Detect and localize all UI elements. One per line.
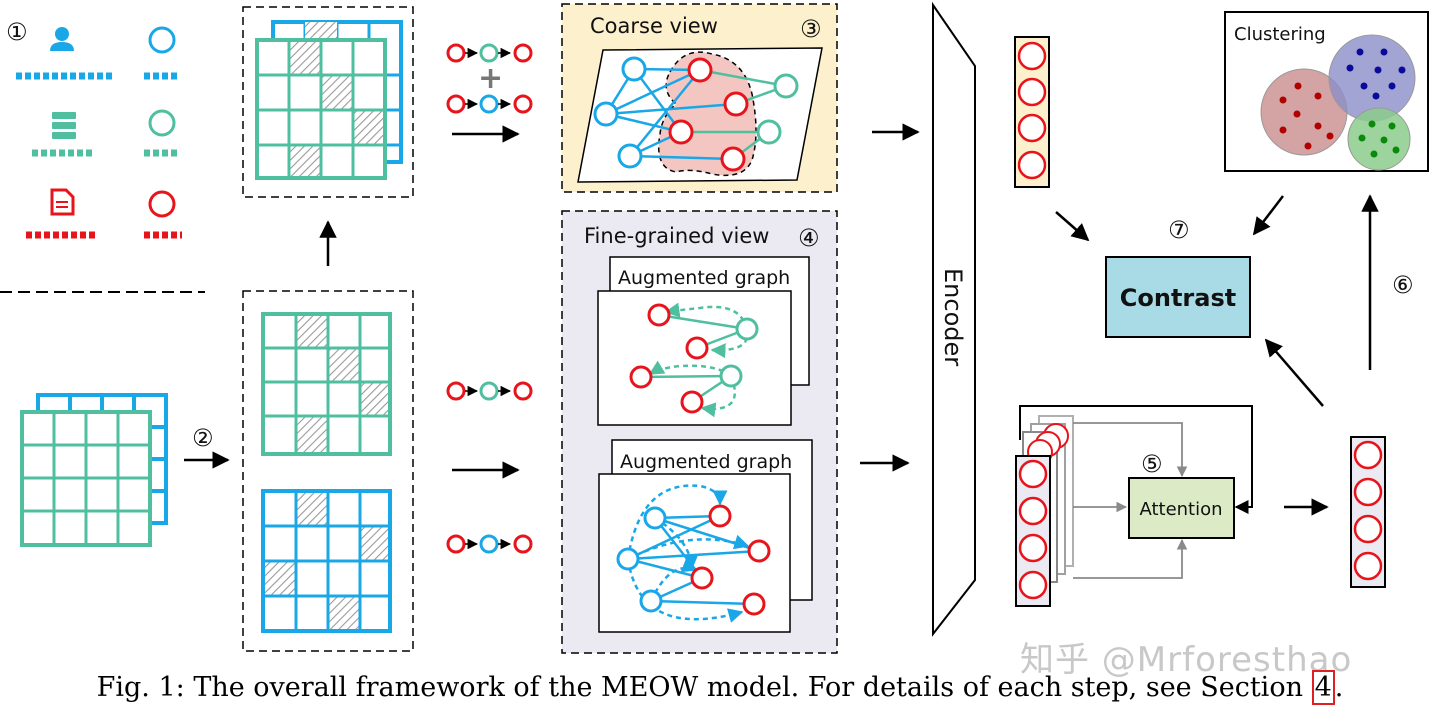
attention-fusion: ⑤ Attention (1015, 405, 1253, 607)
document-icon (50, 188, 75, 216)
server-icon (52, 112, 76, 139)
arrow-clustering-to-contrast (1252, 195, 1284, 236)
fused-embedding-vector (1350, 436, 1386, 588)
figure-caption: Fig. 1: The overall framework of the MEO… (0, 670, 1440, 705)
clustering-panel: Clustering (1224, 11, 1429, 172)
green-subgraph-matrix (261, 312, 392, 456)
caption-end: . (1334, 672, 1344, 703)
fine-view-title: Fine-grained view (584, 224, 769, 248)
metapath-symbol-green (446, 381, 533, 401)
step-1-marker: ① (6, 18, 28, 46)
metapath-matrix-stack (255, 20, 403, 180)
contrast-block: ⑦ Contrast (1105, 216, 1251, 338)
user-node-circle (148, 26, 176, 54)
section-reference-link[interactable]: 4 (1311, 670, 1335, 705)
augmented-graph-label-1: Augmented graph (618, 267, 790, 289)
coarse-embedding-vector (1014, 36, 1050, 188)
encoder-block: Encoder (932, 1, 976, 637)
server-node-circle (148, 109, 176, 137)
step-2-marker: ② (192, 424, 214, 452)
blue-subgraph-matrix (261, 489, 392, 633)
document-node-circle (148, 190, 176, 218)
watermark: 知乎 @Mrforesthao (1020, 640, 1353, 680)
step-7-marker: ⑦ (1168, 216, 1190, 244)
contrast-label: Contrast (1120, 284, 1236, 312)
step-3-marker: ③ (800, 15, 822, 43)
arrow-fused-to-contrast (1264, 338, 1324, 407)
input-adjacency-matrices (20, 393, 168, 547)
coarse-view-panel: Coarse view ③ (561, 3, 838, 193)
node-type-legend: ① (6, 18, 182, 239)
augmented-graph-label-2: Augmented graph (620, 451, 792, 473)
attention-label: Attention (1139, 499, 1222, 520)
fine-grained-view-panel: Fine-grained view ④ Augmented graph Augm… (561, 210, 838, 654)
metapath-symbol-blue (446, 534, 533, 554)
step-4-marker: ④ (798, 224, 820, 252)
step-6-marker: ⑥ (1392, 271, 1414, 299)
svg-text:+: + (478, 61, 503, 96)
coarse-view-title: Coarse view (590, 14, 718, 38)
encoder-label: Encoder (939, 268, 967, 366)
arrow-coarse-to-contrast (1055, 211, 1090, 242)
caption-text: Fig. 1: The overall framework of the MEO… (96, 672, 1312, 703)
step-5-marker: ⑤ (1141, 450, 1163, 478)
metapath-symbols-top: + (446, 43, 533, 114)
user-icon (50, 27, 74, 51)
clustering-title: Clustering (1234, 24, 1326, 45)
